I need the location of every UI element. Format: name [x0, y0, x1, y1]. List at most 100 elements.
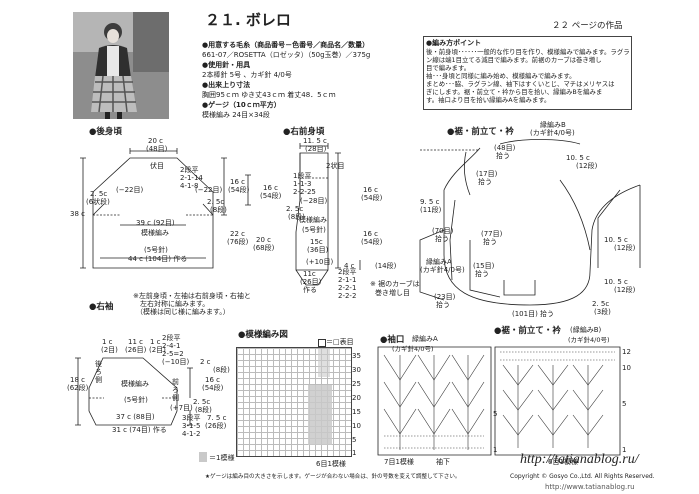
- rf-width: (36目): [307, 246, 329, 254]
- points-line: 後・前身頃･･････一般的な作り目を作り、模様編みで編みます。ラグラ: [426, 48, 630, 56]
- rf-side: 16 c: [363, 186, 378, 194]
- watermark: http://www.tatianablog.ru: [545, 483, 635, 491]
- assembly-d5: (3段): [594, 308, 611, 316]
- sleeve-top3: (2目): [149, 346, 166, 354]
- back-needle: (5号針): [144, 246, 168, 254]
- pattern-rep: (8段): [213, 366, 230, 374]
- back-right-stitches: (−22目): [195, 186, 223, 194]
- rf-curve: 2-2-1: [338, 284, 357, 292]
- gauge-note: ★ゲージは編み目の大きさを示します。ゲージが合わない場合は、針の号数を変えて調整…: [205, 474, 461, 480]
- pattern-shade: [318, 349, 330, 377]
- materials-line: ●出来上り寸法: [202, 81, 251, 89]
- back-left-dim: 2. 5c: [90, 190, 108, 198]
- assembly-d4: (12段): [614, 286, 636, 294]
- rf-top: (28目): [305, 145, 327, 153]
- page-title: ２１. ボレロ: [205, 11, 291, 29]
- assembly-pick17: (17目): [476, 170, 498, 178]
- copyright: Copyright © Gosyo Co.,Ltd. All Rights Re…: [510, 473, 655, 480]
- sleeve-top1: 1 c: [102, 338, 113, 346]
- back-width-bottom: 44 c (104目) 作る: [128, 255, 188, 263]
- sleeve-top1: (2目): [101, 346, 118, 354]
- pattern-shade: [308, 385, 332, 445]
- back-raglan-3: 4-1-8: [180, 182, 199, 190]
- back-top-stitches: (48目): [146, 145, 168, 153]
- assembly-pick48: 拾う: [496, 152, 510, 160]
- rf-dim2: (8段): [288, 213, 305, 221]
- assembly-d2: 10. 5 c: [566, 154, 590, 162]
- assembly-edgeB: 縁編みB: [540, 121, 566, 129]
- row-label: 10: [352, 422, 361, 430]
- back-body-outline: [92, 157, 214, 269]
- points-line: ぎにします。裾・前立て・衿から目を拾い、縁編みBを編みま: [426, 88, 603, 96]
- edge-repeat: 6目1模様: [548, 458, 578, 466]
- assembly-d4: 10. 5 c: [604, 278, 628, 286]
- cuff-chart-stitches: [383, 354, 485, 450]
- rf-width: 15c: [310, 238, 323, 246]
- edge-heading: ●裾・前立て・衿: [494, 326, 561, 336]
- key-box-knit: [318, 339, 326, 347]
- sleeve-top3: 1 c: [150, 338, 161, 346]
- rf-h20: (68段): [253, 244, 275, 252]
- assembly-heading: ●裾・前立て・衿: [447, 127, 514, 137]
- cuff-row-label: 1: [493, 446, 498, 454]
- materials-line: ●用意する毛糸（商品番号－色番号／商品名／数量）: [202, 41, 370, 49]
- row-label: 20: [352, 394, 361, 402]
- points-title: ●編み方ポイント: [426, 39, 482, 47]
- back-raglan-1: 2段平: [180, 166, 199, 174]
- model-photo: [73, 12, 169, 119]
- sleeve-w2: 31 c (74目) 作る: [112, 426, 167, 434]
- key-knit: ＝□表目: [326, 338, 354, 346]
- sleeve-outline: [88, 357, 178, 426]
- bolero-outline: [443, 147, 641, 306]
- rf-side: (54段): [361, 194, 383, 202]
- assembly-pick101: (101目) 拾う: [512, 310, 555, 318]
- rf-h20: 20 c: [256, 236, 271, 244]
- edge-chart-frame: [494, 346, 621, 456]
- assembly-d1: (11段): [420, 206, 442, 214]
- pattern-repeat-width: 6目1模様: [316, 460, 346, 468]
- sleeve-w1: 37 c (88目): [116, 413, 155, 421]
- sleeve-bottom-dec: 3段平: [182, 414, 201, 422]
- edge-sub: (緑編みB): [570, 326, 602, 334]
- pattern-chart-heading: ●模様編み図: [238, 330, 288, 340]
- edge-chart-stitches: [500, 351, 615, 448]
- sleeve-bottom-dec: 4-1-2: [182, 430, 201, 438]
- back-height: 38 c: [70, 210, 85, 218]
- sleeve-bottom-dec: 3-1-5: [182, 422, 201, 430]
- assembly-pick15: 拾う: [475, 270, 489, 278]
- assembly-d3: 10. 5 c: [604, 236, 628, 244]
- cuff-repeat: 7目1模様: [384, 458, 414, 466]
- back-side: 22 c: [230, 230, 245, 238]
- sleeve-raglan: 2-5=2: [162, 350, 184, 358]
- cuff-sub: 緑編みA: [412, 335, 438, 343]
- rf-cast: 作る: [303, 286, 317, 294]
- sleeve-front-side: 前ろ側: [172, 378, 179, 402]
- back-top-width: 20 c: [148, 137, 163, 145]
- materials-line: 661-07／ROSETTA（ロゼッタ）（50g玉巻）／375g: [202, 51, 371, 59]
- row-label: 30: [352, 366, 361, 374]
- back-width-mid: 39 c (92目): [136, 219, 175, 227]
- sleeve-h2: (26段): [205, 422, 227, 430]
- pattern-chart-grid: [236, 347, 352, 457]
- assembly-d1: 9. 5 c: [420, 198, 440, 206]
- row-label: 25: [352, 380, 361, 388]
- edge-row-label: 12: [622, 348, 631, 356]
- cuff-row-label: 5: [493, 410, 498, 418]
- back-right-len: (54段): [228, 186, 250, 194]
- assembly-pick77: (77目): [481, 230, 503, 238]
- back-left-dim: (6状段): [86, 198, 110, 206]
- right-front-heading: ●右前身頃: [283, 127, 325, 137]
- back-left-stitches: (−22目): [116, 186, 144, 194]
- rf-side2: (14段): [375, 262, 397, 270]
- sleeve-raglan: 2-4-1: [162, 342, 181, 350]
- edge-needle: (カギ針4/0号): [568, 336, 610, 344]
- assembly-edgeA: 縁編みA: [426, 258, 452, 266]
- sleeve-raglan: (−10目): [162, 358, 190, 366]
- back-body-heading: ●後身頃: [89, 127, 122, 137]
- back-right-dim: (8段): [210, 206, 227, 214]
- rf-dec: (−28目): [300, 197, 328, 205]
- points-box: [423, 36, 632, 110]
- edge-row-label: 5: [622, 400, 627, 408]
- cuff-under: 袖下: [436, 458, 450, 466]
